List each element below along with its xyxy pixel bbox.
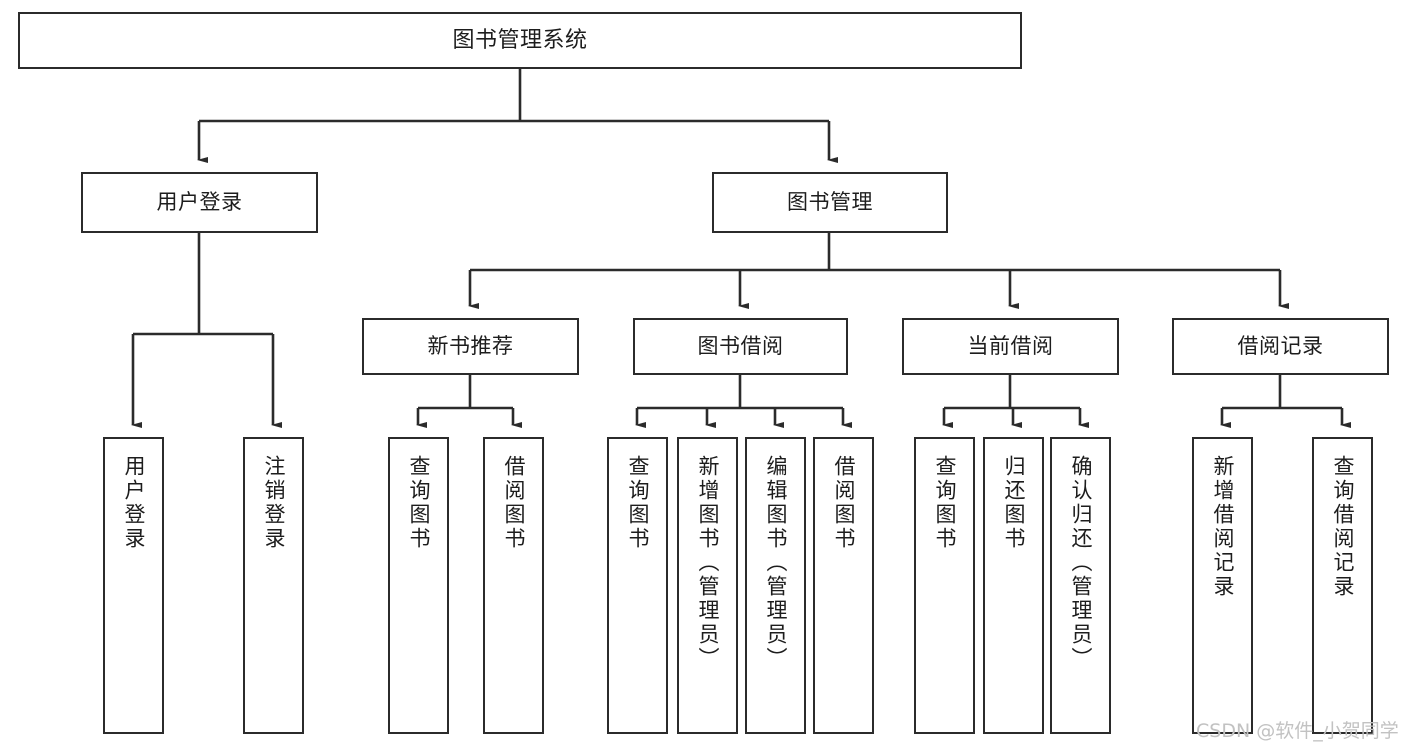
- csdn-watermark: CSDN @软件_小贺同学: [1196, 720, 1399, 742]
- node-borrow-record[interactable]: 借阅记录: [1172, 318, 1389, 375]
- node-leaf-edit-book-label: 编辑图书（管理员）: [764, 455, 788, 671]
- node-leaf-return-book-label: 归还图书: [1002, 455, 1026, 551]
- node-user-login-label: 用户登录: [156, 190, 243, 215]
- node-book-borrow-label: 图书借阅: [697, 334, 784, 359]
- node-leaf-logout[interactable]: 注销登录: [243, 437, 304, 734]
- node-leaf-add-book[interactable]: 新增图书（管理员）: [677, 437, 738, 734]
- node-leaf-query-book-3[interactable]: 查询图书: [914, 437, 975, 734]
- node-leaf-return-book[interactable]: 归还图书: [983, 437, 1044, 734]
- node-leaf-query-book-2[interactable]: 查询图书: [607, 437, 668, 734]
- node-user-login[interactable]: 用户登录: [81, 172, 318, 233]
- node-leaf-confirm-return-label: 确认归还（管理员）: [1069, 455, 1093, 671]
- node-root-label: 图书管理系统: [452, 27, 588, 53]
- node-leaf-add-record[interactable]: 新增借阅记录: [1192, 437, 1253, 734]
- node-book-borrow[interactable]: 图书借阅: [633, 318, 848, 375]
- node-leaf-borrow-book-2-label: 借阅图书: [832, 455, 856, 551]
- node-leaf-query-book-1-label: 查询图书: [407, 455, 431, 551]
- node-leaf-borrow-book-2[interactable]: 借阅图书: [813, 437, 874, 734]
- node-leaf-borrow-book-1-label: 借阅图书: [502, 455, 526, 551]
- node-leaf-borrow-book-1[interactable]: 借阅图书: [483, 437, 544, 734]
- node-leaf-user-login[interactable]: 用户登录: [103, 437, 164, 734]
- node-leaf-query-record[interactable]: 查询借阅记录: [1312, 437, 1373, 734]
- node-new-book-rec-label: 新书推荐: [427, 334, 514, 359]
- node-leaf-query-book-2-label: 查询图书: [626, 455, 650, 551]
- node-leaf-edit-book[interactable]: 编辑图书（管理员）: [745, 437, 806, 734]
- node-book-manage[interactable]: 图书管理: [712, 172, 948, 233]
- node-book-manage-label: 图书管理: [787, 190, 873, 215]
- node-current-borrow[interactable]: 当前借阅: [902, 318, 1119, 375]
- node-current-borrow-label: 当前借阅: [967, 334, 1054, 359]
- node-leaf-user-login-label: 用户登录: [122, 455, 146, 551]
- node-leaf-query-book-1[interactable]: 查询图书: [388, 437, 449, 734]
- node-new-book-rec[interactable]: 新书推荐: [362, 318, 579, 375]
- node-leaf-logout-label: 注销登录: [262, 455, 286, 551]
- node-root[interactable]: 图书管理系统: [18, 12, 1022, 69]
- node-leaf-add-record-label: 新增借阅记录: [1211, 455, 1235, 599]
- node-leaf-add-book-label: 新增图书（管理员）: [696, 455, 720, 671]
- node-leaf-query-book-3-label: 查询图书: [933, 455, 957, 551]
- node-leaf-confirm-return[interactable]: 确认归还（管理员）: [1050, 437, 1111, 734]
- node-leaf-query-record-label: 查询借阅记录: [1331, 455, 1355, 599]
- node-borrow-record-label: 借阅记录: [1237, 334, 1324, 359]
